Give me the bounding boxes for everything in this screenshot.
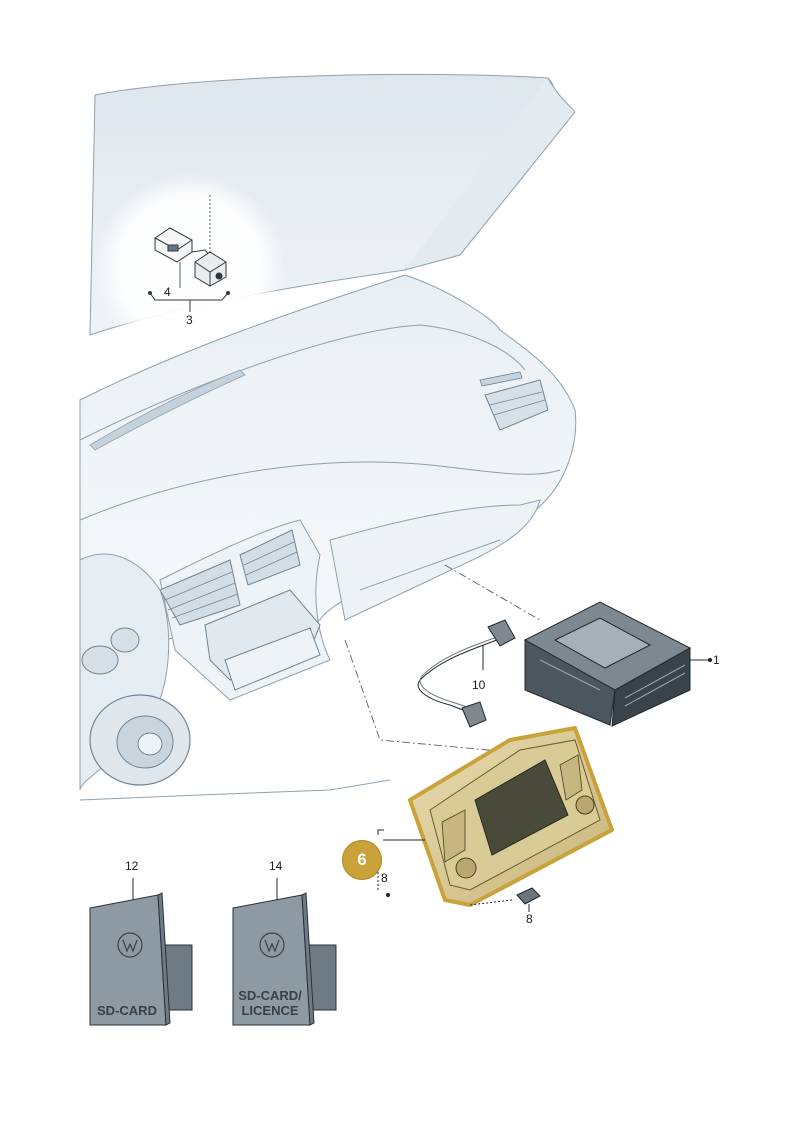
callout-8-right: 8 — [526, 912, 533, 926]
antenna-cable — [417, 619, 516, 728]
radio-unit — [523, 601, 713, 727]
screw-clip — [469, 887, 541, 912]
display-unit — [408, 726, 614, 907]
callout-4: 4 — [164, 285, 171, 299]
detail-spotlight — [95, 173, 285, 363]
highlight-badge-6[interactable]: 6 — [342, 840, 382, 880]
callout-1: 1 — [713, 653, 720, 667]
callout-12: 12 — [125, 859, 139, 873]
leader-lines — [344, 564, 541, 753]
callout-8-left: 8 — [381, 871, 388, 885]
booklet-licence-line1: SD-CARD/ — [238, 988, 302, 1003]
bracket-3 — [148, 291, 230, 312]
callout-3: 3 — [186, 313, 193, 327]
booklet-sd-card — [89, 892, 193, 1026]
booklet-sd-card-label: SD-CARD — [97, 1003, 157, 1018]
booklet-sd-licence — [232, 892, 337, 1026]
callout-10: 10 — [472, 678, 486, 692]
dashboard — [79, 274, 577, 801]
callout-14: 14 — [269, 859, 283, 873]
booklet-licence-line2: LICENCE — [241, 1003, 299, 1018]
antenna-module — [154, 195, 227, 288]
